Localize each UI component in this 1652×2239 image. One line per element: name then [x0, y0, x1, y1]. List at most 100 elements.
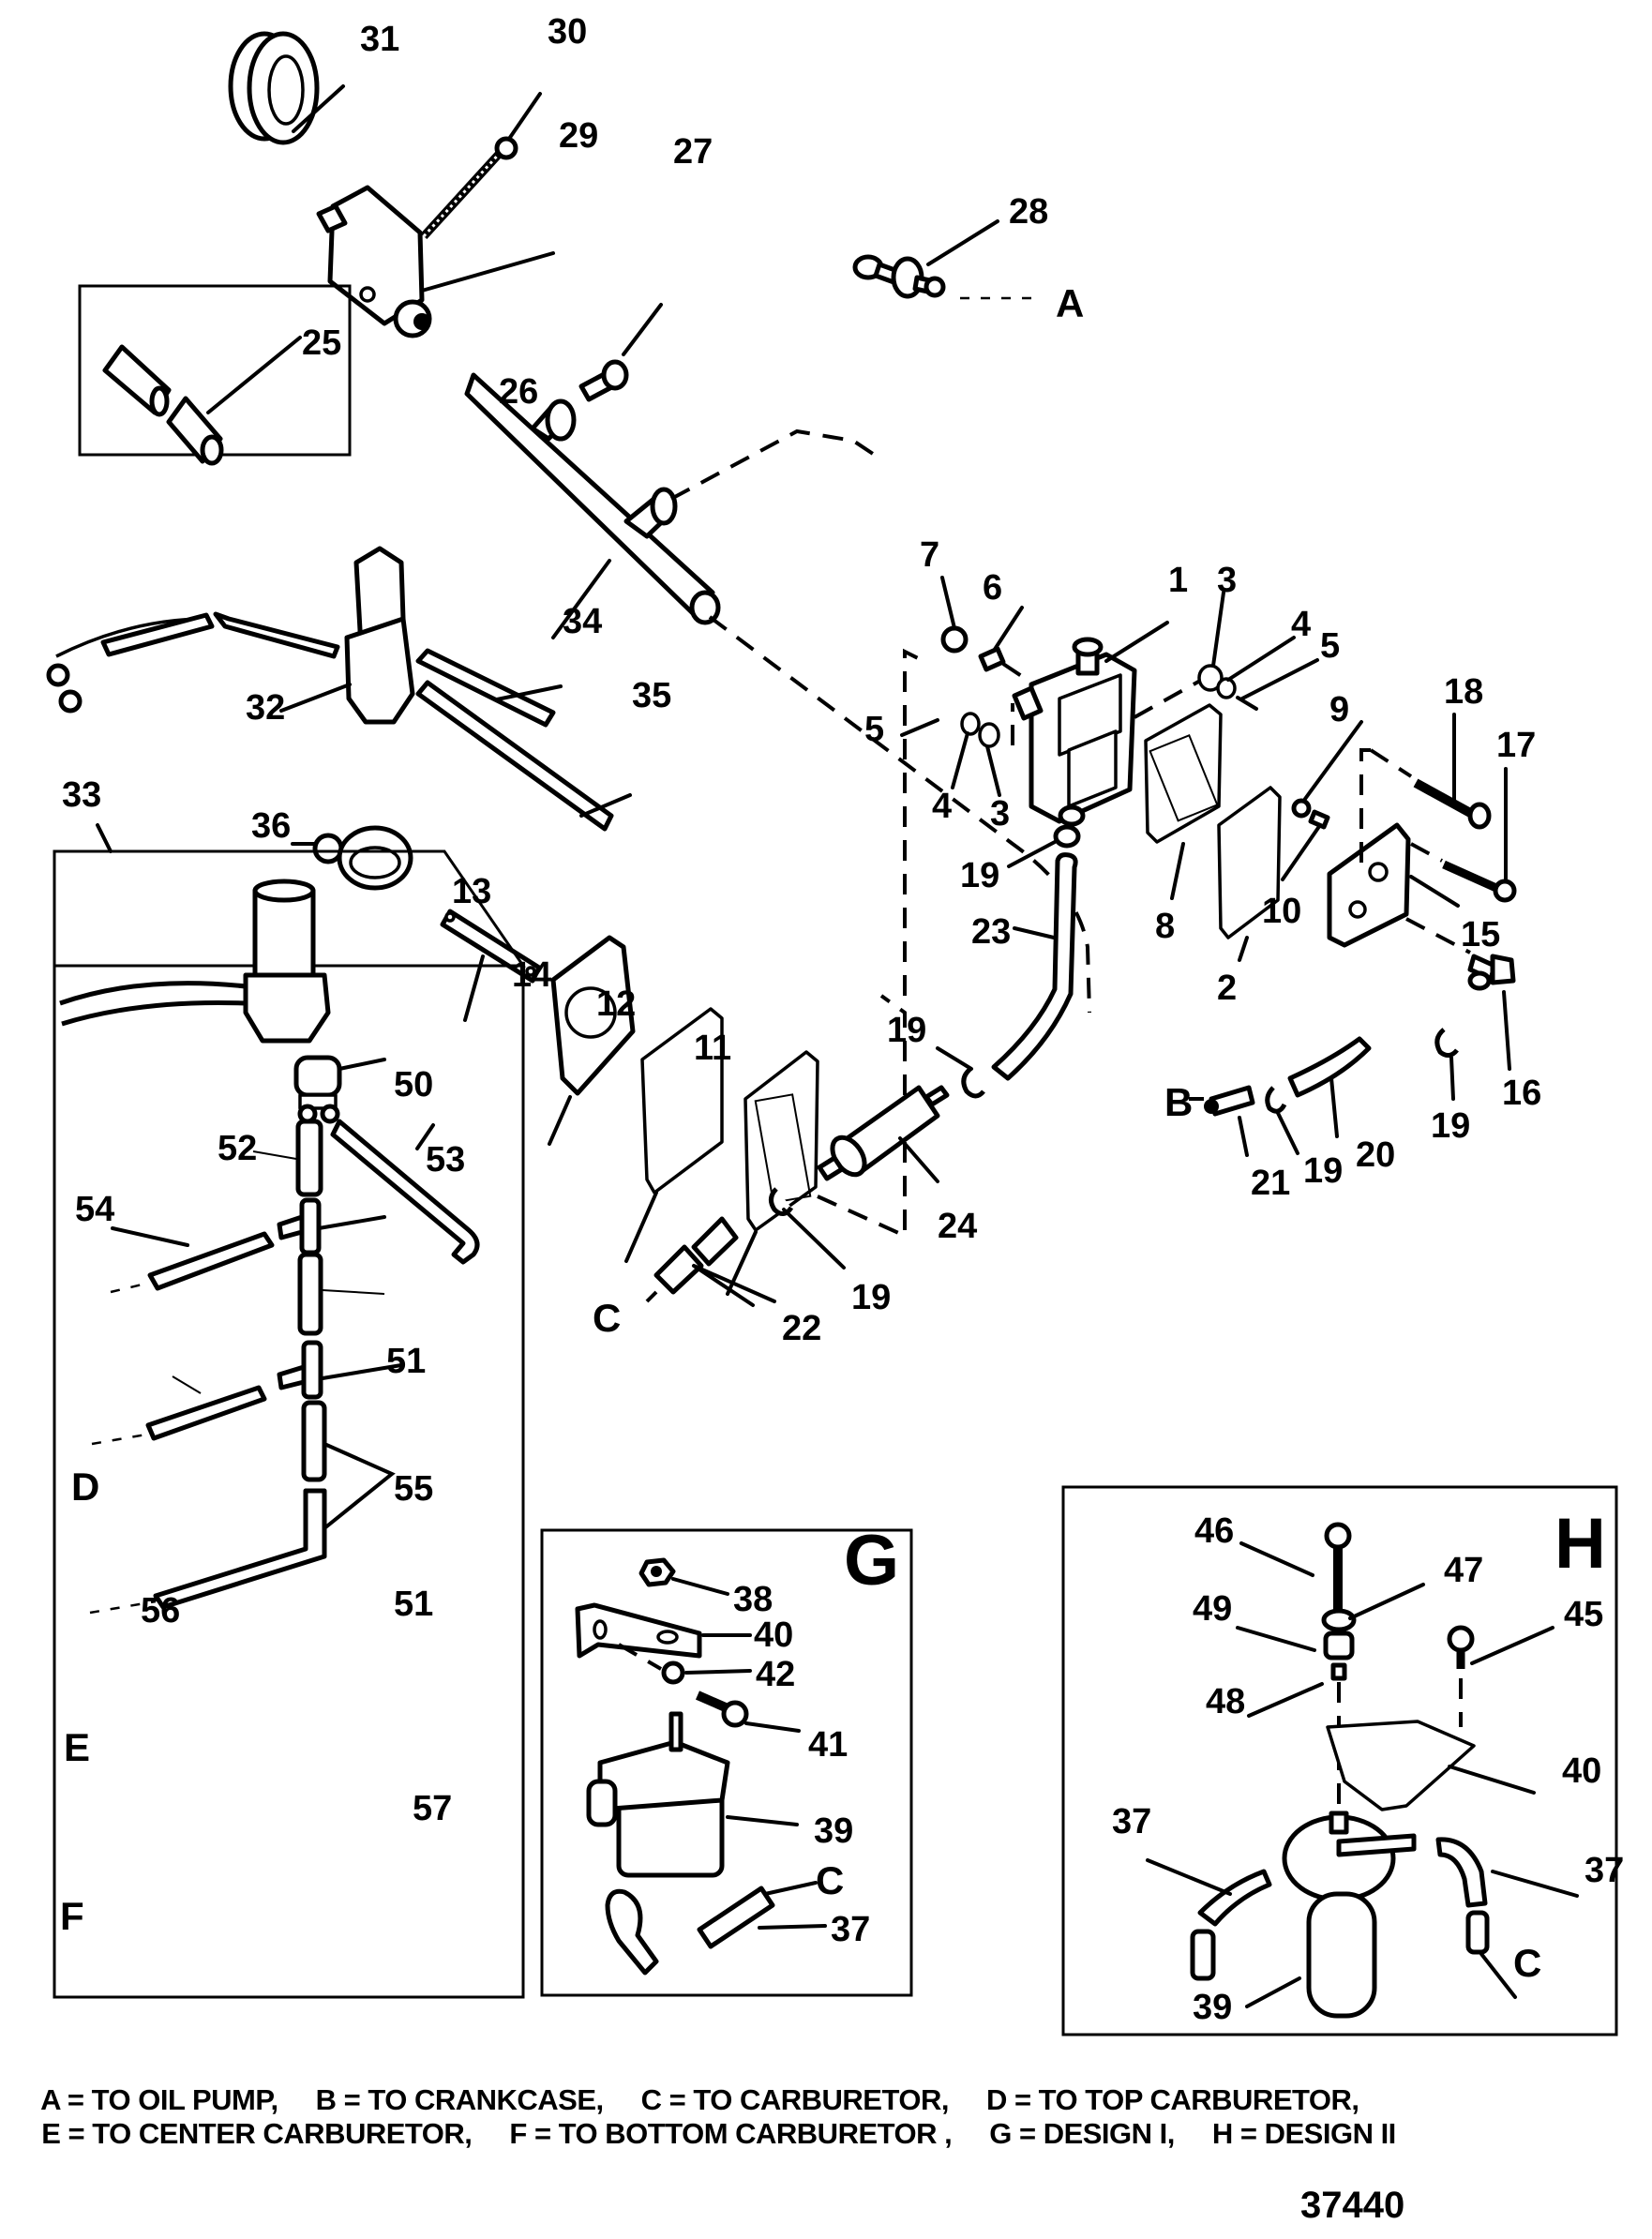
callout-8: 8 — [1155, 907, 1175, 946]
leader-37h-left — [1146, 1858, 1232, 1896]
part-24-fuel-filter — [817, 1085, 950, 1181]
connection-b: B — [1164, 1080, 1193, 1124]
dashed-17 — [1410, 842, 1443, 863]
leader-2 — [1238, 936, 1249, 962]
leader-54 — [111, 1226, 189, 1247]
part-4-washer-right — [1216, 677, 1237, 699]
leader-4a — [1226, 636, 1296, 682]
leader-48 — [1247, 1682, 1324, 1718]
part-9-seal — [1291, 798, 1312, 819]
part-37-hose-h-left-piece — [1190, 1929, 1216, 1981]
part-29-valve-body — [316, 185, 432, 338]
callout-41: 41 — [808, 1725, 848, 1765]
part-6-fitting — [978, 646, 1006, 672]
legend-entry-h: H = DESIGN II — [1211, 2117, 1396, 2150]
part-1-pump-body — [1012, 637, 1137, 827]
callout-34: 34 — [563, 602, 602, 641]
connection-a: A — [1056, 281, 1084, 325]
part-14-mounting-plate — [550, 935, 636, 1096]
callout-30: 30 — [548, 12, 587, 52]
part-38-nut — [638, 1557, 676, 1587]
callout-19-mid: 19 — [1303, 1151, 1343, 1191]
callout-9: 9 — [1329, 690, 1349, 729]
part-37-hose-h-right — [1435, 1837, 1488, 1908]
leader-15 — [1409, 875, 1460, 908]
leader-57 — [323, 1442, 396, 1530]
leader-41 — [744, 1721, 801, 1733]
leader-22 — [692, 1264, 776, 1307]
part-18-screw — [1413, 778, 1492, 830]
callout-10: 10 — [1262, 892, 1301, 931]
part-11-gasket — [743, 1050, 819, 1232]
leader-19d — [1449, 1056, 1455, 1101]
callout-42: 42 — [756, 1655, 795, 1694]
leader-35 — [579, 793, 632, 818]
leader-3a — [1211, 591, 1225, 668]
leader-19b — [936, 1046, 973, 1071]
dashed-c — [645, 1290, 658, 1303]
leader-55 — [322, 1289, 385, 1295]
legend-line-1: A = TO OIL PUMP,B = TO CRANKCASE,C = TO … — [26, 2050, 1396, 2117]
leader-24 — [898, 1136, 939, 1183]
callout-57: 57 — [413, 1789, 452, 1828]
leader-38 — [671, 1577, 729, 1596]
callout-26: 26 — [499, 372, 538, 412]
legend-line-2: E = TO CENTER CARBURETOR,F = TO BOTTOM C… — [26, 2083, 1434, 2151]
leader-50 — [338, 1058, 386, 1071]
part-3-gasket-left — [978, 722, 1000, 748]
callout-3-left: 3 — [990, 794, 1010, 834]
callout-4-right: 4 — [1291, 605, 1311, 644]
part-4-washer-left — [960, 712, 981, 736]
leader-29 — [420, 251, 555, 293]
callout-1: 1 — [1168, 561, 1188, 600]
dotted-line-e — [91, 1433, 147, 1446]
dashed-connection-26-28 — [670, 428, 883, 501]
callout-39-h: 39 — [1193, 1988, 1232, 2027]
part-21-fitting — [1204, 1085, 1255, 1117]
part-53-hose — [330, 1119, 480, 1265]
part-26-tee-pipe — [464, 372, 721, 625]
leader-34 — [495, 684, 563, 701]
part-51-tee-upper — [277, 1197, 322, 1255]
callout-16: 16 — [1502, 1074, 1541, 1113]
part-52-hose — [295, 1119, 323, 1197]
callout-22: 22 — [782, 1309, 821, 1348]
callout-46: 46 — [1194, 1511, 1234, 1551]
part-51-tee-lower — [277, 1340, 323, 1400]
leader-37g — [758, 1924, 827, 1930]
callout-24: 24 — [938, 1207, 977, 1246]
callout-51-upper: 51 — [386, 1342, 426, 1381]
part-20-hose — [1287, 1036, 1372, 1098]
leader-52 — [252, 1150, 297, 1160]
leader-42 — [684, 1669, 752, 1675]
callout-20: 20 — [1356, 1135, 1395, 1175]
leader-6 — [992, 606, 1024, 653]
part-48-grommet — [1330, 1662, 1347, 1681]
legend-entry-e: E = TO CENTER CARBURETOR, — [41, 2117, 473, 2150]
leader-16 — [1502, 990, 1511, 1071]
connection-c-h: C — [1513, 1941, 1541, 1985]
connection-c-g: C — [816, 1858, 844, 1902]
callout-40-g: 40 — [754, 1615, 793, 1655]
legend-entry-b: B = TO CRANKCASE, — [315, 2083, 605, 2116]
callout-5-left: 5 — [864, 710, 884, 749]
callout-53: 53 — [426, 1140, 465, 1180]
callout-12: 12 — [596, 984, 636, 1024]
part-19-clamp-c — [1265, 1086, 1287, 1114]
callout-33: 33 — [62, 775, 101, 815]
connection-f: F — [60, 1894, 84, 1938]
callout-55: 55 — [394, 1469, 433, 1509]
leader-39g — [726, 1815, 799, 1826]
dashed-6 — [1001, 662, 1033, 684]
design-label-g: G — [844, 1521, 899, 1600]
part-42-washer — [661, 1660, 685, 1685]
part-7-nut — [940, 625, 969, 654]
callout-3-right: 3 — [1217, 561, 1237, 600]
leader-45 — [1470, 1626, 1554, 1665]
callout-51-lower: 51 — [394, 1585, 433, 1624]
dashed-connection-26-1 — [708, 615, 1091, 1014]
callout-11: 11 — [694, 1029, 731, 1068]
part-37-hose-h-left — [1197, 1869, 1272, 1927]
dashed-3 — [1134, 679, 1201, 719]
